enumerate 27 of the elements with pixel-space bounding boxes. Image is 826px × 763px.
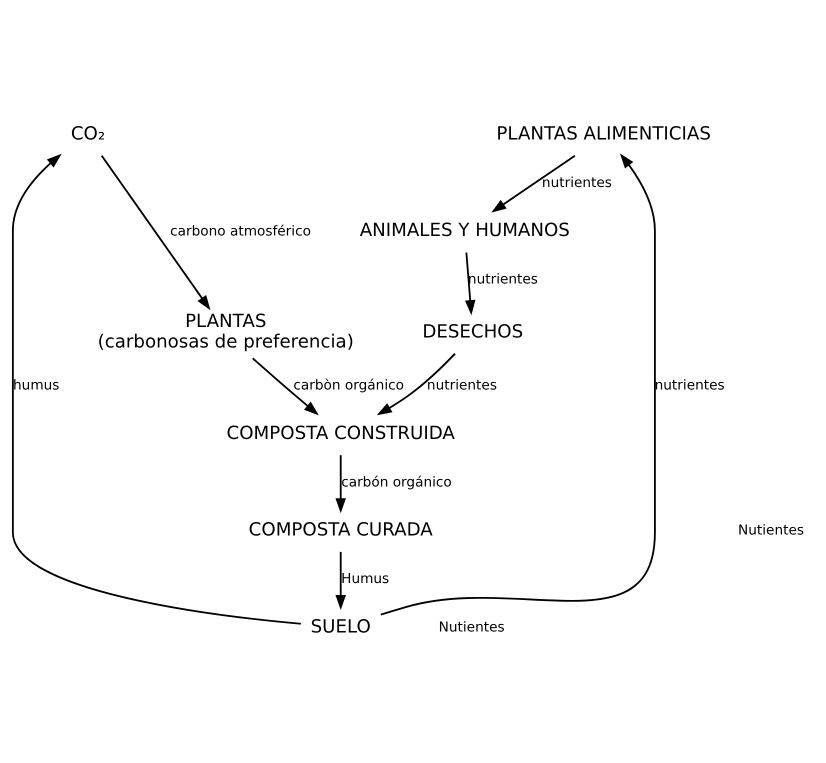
node-text: DESECHOS [422,321,524,342]
edge-label: nutrientes [468,272,538,288]
arrow [376,353,456,416]
arrow [464,252,476,316]
edge-label: carbono atmosférico [170,223,311,240]
arrow [335,455,346,514]
node-text: ANIMALES Y HUMANOS [360,220,570,242]
edge-label: humus [13,378,60,394]
edge-label: carbón orgánico [341,474,452,490]
label: Nutientes [738,522,804,539]
node-text: COMPOSTA CURADA [248,520,433,541]
node-text: SUELO [310,616,371,638]
node-text: COMPOSTA CONSTRUIDA [226,422,455,444]
arrow [335,552,346,610]
arrow [252,358,319,416]
arrow [380,153,656,616]
edge-label: Humus [341,571,390,588]
edge-label: nutrientes [426,378,497,394]
arrow [491,155,576,213]
arrow [12,154,301,625]
node-text: PLANTAS ALIMENTICIAS [496,123,711,144]
edge-label: carbòn orgánico [293,378,404,394]
label: Nutientes [438,619,505,636]
node-text: CO₂ [70,123,106,144]
edge-label: nutrientes [542,174,612,191]
node-text: PLANTAS (carbonosas de preferencia) [98,311,354,353]
arrow [100,155,210,310]
